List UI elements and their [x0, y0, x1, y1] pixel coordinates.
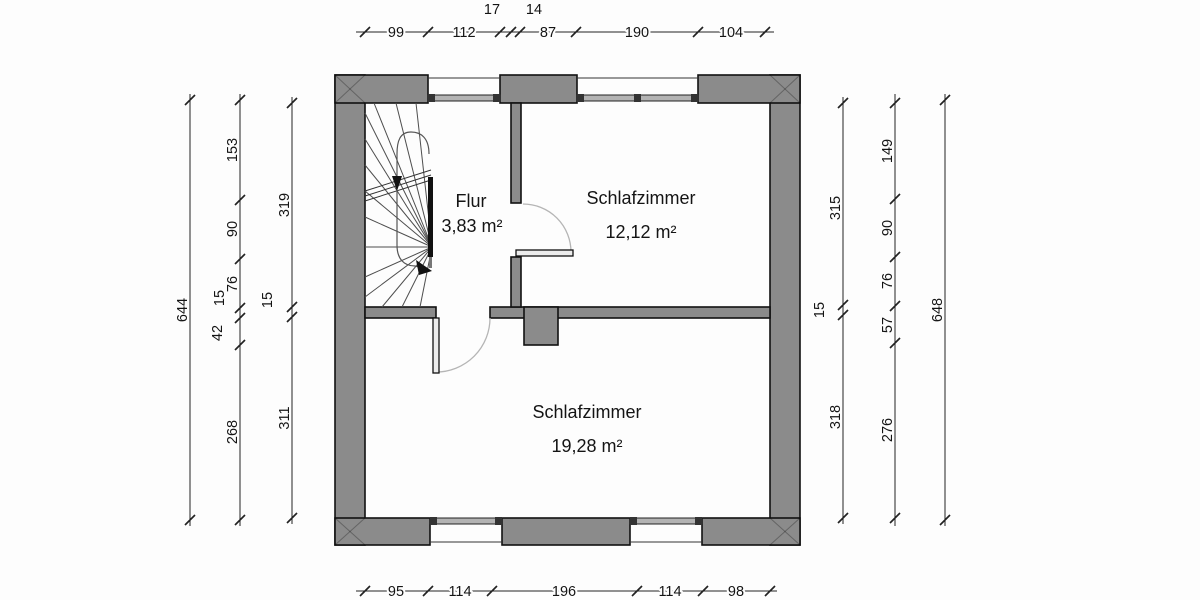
corner-joint-marks — [334, 74, 801, 546]
staircase — [364, 102, 433, 308]
walkline-arrow-exit-icon — [416, 260, 432, 275]
dim-left-middle: 153 90 76 15 42 268 — [208, 94, 246, 526]
door-flur-to-lower-bedroom — [432, 317, 491, 374]
stair-treads — [364, 102, 433, 308]
windows — [427, 77, 703, 543]
window-bottom-right — [629, 517, 703, 543]
dim-right-middle: 149 90 76 57 276 — [878, 94, 901, 526]
door-leaf — [515, 249, 574, 257]
middle-wall-left — [364, 306, 437, 319]
interior-walls — [364, 102, 771, 346]
dim-label: 98 — [728, 584, 744, 600]
wall-bottom-b — [501, 517, 631, 546]
wall-left — [334, 74, 366, 546]
dim-label: 15 — [212, 290, 228, 306]
dim-left-inner: 319 15 311 — [258, 97, 298, 524]
wall-top-b — [499, 74, 578, 104]
dim-label: 319 — [277, 193, 293, 217]
exterior-walls — [334, 74, 801, 546]
dim-label: 99 — [388, 25, 404, 41]
dim-label: 90 — [880, 220, 896, 236]
room-area: 3,83 m² — [441, 216, 502, 236]
dim-label: 268 — [225, 420, 241, 444]
wall-top-a — [334, 74, 429, 104]
partition-lower — [510, 256, 522, 308]
dim-label: 104 — [719, 25, 743, 41]
dim-label: 42 — [210, 325, 226, 341]
door-flur-to-bedroom — [515, 203, 574, 257]
walkline-arrow-down-icon — [392, 176, 402, 191]
dim-label: 276 — [880, 418, 896, 442]
room-labels: Flur 3,83 m² Schlafzimmer 12,12 m² Schla… — [439, 186, 697, 458]
dim-label: 315 — [828, 196, 844, 220]
room-name: Flur — [456, 191, 487, 211]
window-bottom-left — [429, 517, 503, 543]
partition-upper — [510, 102, 522, 204]
window-mullion — [634, 94, 641, 102]
dim-label: 15 — [260, 292, 276, 308]
wall-bottom-c — [701, 517, 801, 546]
dim-label: 644 — [175, 298, 191, 322]
stair-walk-line — [392, 131, 432, 275]
doors — [432, 203, 574, 374]
dim-label: 17 — [484, 2, 500, 18]
dim-label: 15 — [812, 302, 828, 318]
dim-label: 149 — [880, 139, 896, 163]
dim-label: 76 — [225, 276, 241, 292]
stair-handrail-end — [429, 257, 432, 268]
chimney-pillar — [523, 306, 559, 346]
wall-right — [769, 74, 801, 546]
door-swing-arc — [435, 317, 491, 373]
dim-label: 190 — [625, 25, 649, 41]
dim-label: 87 — [540, 25, 556, 41]
room-area: 19,28 m² — [551, 436, 622, 456]
wall-top-c — [697, 74, 801, 104]
dim-label: 318 — [828, 405, 844, 429]
window-top-left — [427, 77, 501, 102]
dim-bottom: 95 114 196 114 98 — [356, 582, 777, 600]
dim-right-inner: 315 15 318 — [810, 97, 849, 524]
dim-label: 95 — [388, 584, 404, 600]
middle-wall-right — [489, 306, 771, 319]
dim-label: 90 — [225, 221, 241, 237]
room-area: 12,12 m² — [605, 222, 676, 242]
dim-label: 114 — [658, 584, 681, 600]
dim-left-outer: 644 — [173, 94, 196, 526]
dim-label: 57 — [880, 317, 896, 333]
dim-label: 114 — [448, 584, 471, 600]
window-top-right — [576, 77, 699, 102]
wall-bottom-a — [334, 517, 431, 546]
dim-label: 311 — [277, 406, 293, 429]
door-leaf — [432, 317, 440, 374]
dim-right-outer: 648 — [928, 94, 951, 526]
dim-top: 99 112 17 14 87 190 104 — [356, 0, 774, 43]
dim-label: 112 — [452, 25, 475, 41]
dim-label: 196 — [552, 584, 576, 600]
dim-label: 648 — [930, 298, 946, 322]
room-name: Schlafzimmer — [532, 402, 641, 422]
door-swing-arc — [522, 203, 572, 253]
dim-label: 14 — [526, 2, 542, 18]
dim-label: 76 — [880, 273, 896, 289]
dim-label: 153 — [225, 138, 241, 162]
stair-handrail — [428, 177, 433, 257]
room-name: Schlafzimmer — [586, 188, 695, 208]
